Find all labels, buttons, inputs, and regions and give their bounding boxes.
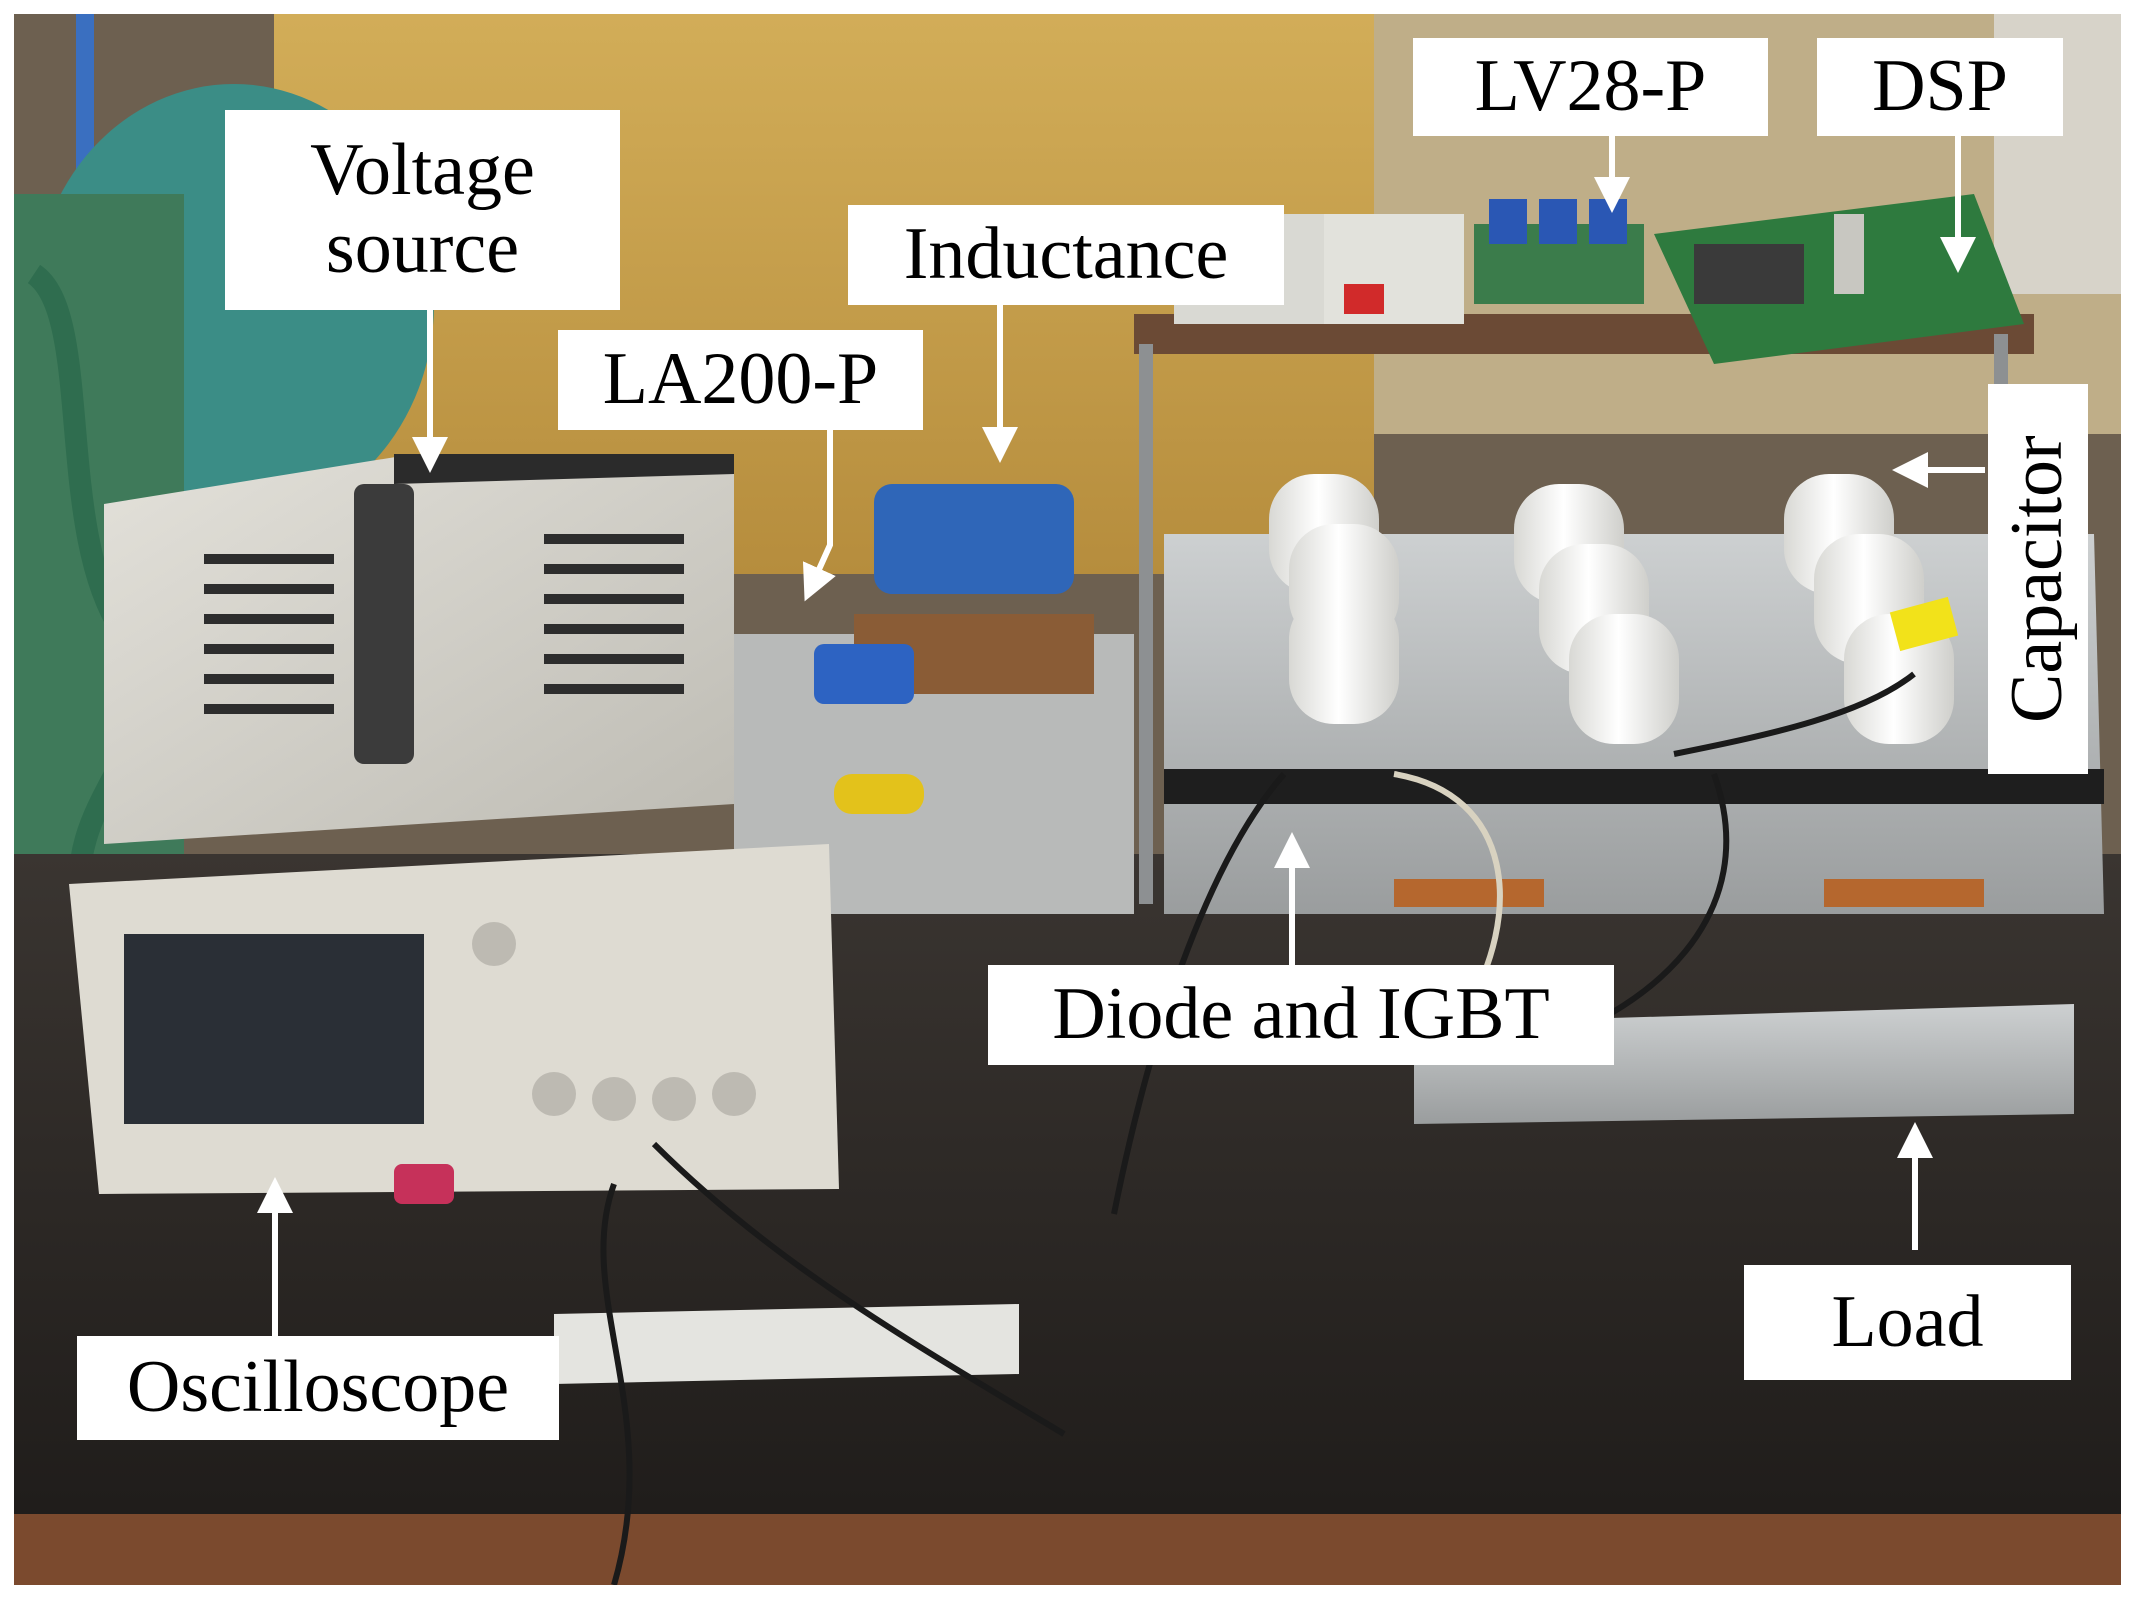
label-diode-igbt: Diode and IGBT — [988, 965, 1614, 1065]
copper-tab-right — [1824, 879, 1984, 907]
label-oscilloscope: Oscilloscope — [77, 1336, 559, 1440]
usb-drive — [394, 1164, 454, 1204]
lv28p-sensor-1 — [1489, 199, 1527, 244]
relay-red-switch — [1344, 284, 1384, 314]
oscilloscope-knobs — [472, 922, 756, 1121]
label-lv28p: LV28-P — [1413, 38, 1768, 136]
psu-handle — [354, 484, 414, 764]
lv28p-sensor-3 — [1589, 199, 1627, 244]
label-voltage-source: Voltage source — [225, 110, 620, 310]
label-dsp: DSP — [1817, 38, 2063, 136]
shelf-post-left — [1139, 344, 1153, 904]
voltage-source-unit — [104, 454, 734, 844]
yellow-component — [834, 774, 924, 814]
inductor-coil — [874, 484, 1074, 594]
copper-tab-left — [1394, 879, 1544, 907]
label-load: Load — [1744, 1265, 2071, 1380]
dsp-chip — [1694, 244, 1804, 304]
psu-heatsink — [394, 454, 734, 484]
lv28p-sensor-2 — [1539, 199, 1577, 244]
psu-vents — [204, 534, 684, 714]
capacitor-tag — [1889, 596, 1959, 652]
bench-edge — [14, 1514, 2121, 1585]
busbar-rail — [1164, 769, 2104, 804]
oscilloscope-screen — [124, 934, 424, 1124]
la200p-sensor — [814, 644, 914, 704]
label-capacitor: Capacitor — [1988, 384, 2088, 774]
white-plate — [554, 1304, 1019, 1384]
label-la200p: LA200-P — [558, 330, 923, 430]
label-inductance: Inductance — [848, 205, 1284, 305]
capacitor-bank — [1269, 474, 1954, 744]
dsp-connector — [1834, 214, 1864, 294]
